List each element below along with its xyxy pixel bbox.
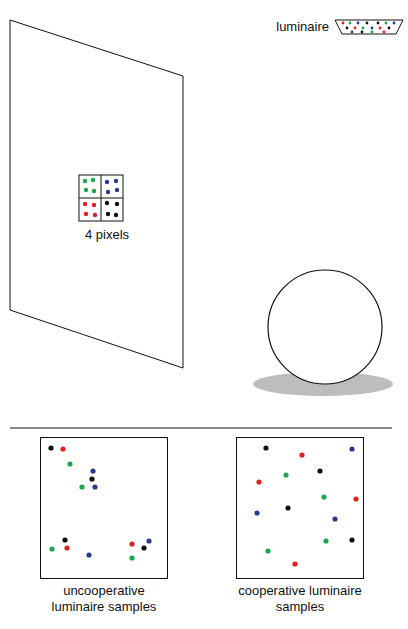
pixel-divider <box>79 198 123 199</box>
panel-caption: uncooperative luminaire samples <box>40 583 168 616</box>
image-plane <box>10 20 183 368</box>
sample-dot <box>92 484 97 489</box>
sample-dot <box>361 31 364 34</box>
luminaire-shape <box>334 18 404 36</box>
sample-dot <box>388 27 391 30</box>
sample-dot <box>323 538 328 543</box>
sample-dot <box>385 22 388 25</box>
sample-dot <box>317 468 322 473</box>
sample-dot <box>67 461 72 466</box>
sample-dot <box>84 212 88 216</box>
sample-dot <box>114 213 118 217</box>
sample-dot <box>90 468 95 473</box>
sample-dot <box>105 201 109 205</box>
sample-box <box>236 437 364 579</box>
figure-label: luminaire <box>276 19 329 35</box>
sample-dot <box>129 555 134 560</box>
sample-dot <box>383 31 386 34</box>
sample-dot <box>48 445 53 450</box>
sample-dot <box>83 202 87 206</box>
sample-dot <box>299 452 304 457</box>
sample-panel: cooperative luminaire samples <box>222 437 378 616</box>
sample-dot <box>89 476 94 481</box>
sample-dot <box>292 561 297 566</box>
separator-line <box>10 428 392 429</box>
sample-dot <box>256 479 261 484</box>
figure-label: 4 pixels <box>85 227 129 243</box>
pixel-grid-group: 4 pixels <box>77 173 129 243</box>
sample-dot <box>92 203 96 207</box>
sample-dot <box>393 22 396 25</box>
sample-dot <box>349 446 354 451</box>
sample-dot <box>49 546 54 551</box>
sample-dot <box>357 22 360 25</box>
pixel-grid <box>77 173 125 223</box>
sample-dot <box>129 541 134 546</box>
sample-dot <box>92 189 96 193</box>
sample-dot <box>379 27 382 30</box>
sample-dot <box>285 505 290 510</box>
sample-dot <box>84 188 88 192</box>
sample-dot <box>83 179 87 183</box>
sample-dot <box>265 548 270 553</box>
sample-dot <box>349 537 354 542</box>
sample-dot <box>332 516 337 521</box>
sample-dot <box>366 22 369 25</box>
sample-dot <box>349 22 352 25</box>
sample-dot <box>354 27 357 30</box>
sample-dot <box>115 202 119 206</box>
sample-dot <box>64 545 69 550</box>
panel-caption: cooperative luminaire samples <box>236 583 364 616</box>
sample-dot <box>146 538 151 543</box>
luminaire-group: luminaire <box>276 18 404 36</box>
sample-dot <box>283 472 288 477</box>
sample-dot <box>115 188 119 192</box>
sample-dot <box>86 552 91 557</box>
sample-box <box>40 437 168 579</box>
sample-dot <box>91 178 95 182</box>
sample-dot <box>60 446 65 451</box>
sample-dot <box>79 484 84 489</box>
sample-dot <box>106 190 110 194</box>
sample-dot <box>371 27 374 30</box>
sample-dot <box>351 31 354 34</box>
sample-dot <box>377 22 380 25</box>
sample-box-outline <box>41 438 168 579</box>
sphere <box>268 270 382 384</box>
sample-dot <box>346 27 349 30</box>
sample-dot <box>105 180 109 184</box>
luminaire-outline <box>335 20 403 34</box>
sample-dot <box>371 31 374 34</box>
sample-dot <box>263 445 268 450</box>
sample-dot <box>141 545 146 550</box>
pixel-grid-outline <box>79 175 123 221</box>
sample-dot <box>106 212 110 216</box>
sample-panel: uncooperative luminaire samples <box>26 437 182 616</box>
sample-box-outline <box>237 438 364 579</box>
sample-dot <box>362 27 365 30</box>
sample-dot <box>321 494 326 499</box>
sample-dot <box>93 213 97 217</box>
sample-dot <box>114 179 118 183</box>
sample-dot <box>62 537 67 542</box>
sample-dot <box>342 22 345 25</box>
sample-dot <box>353 496 358 501</box>
sample-dot <box>254 510 259 515</box>
